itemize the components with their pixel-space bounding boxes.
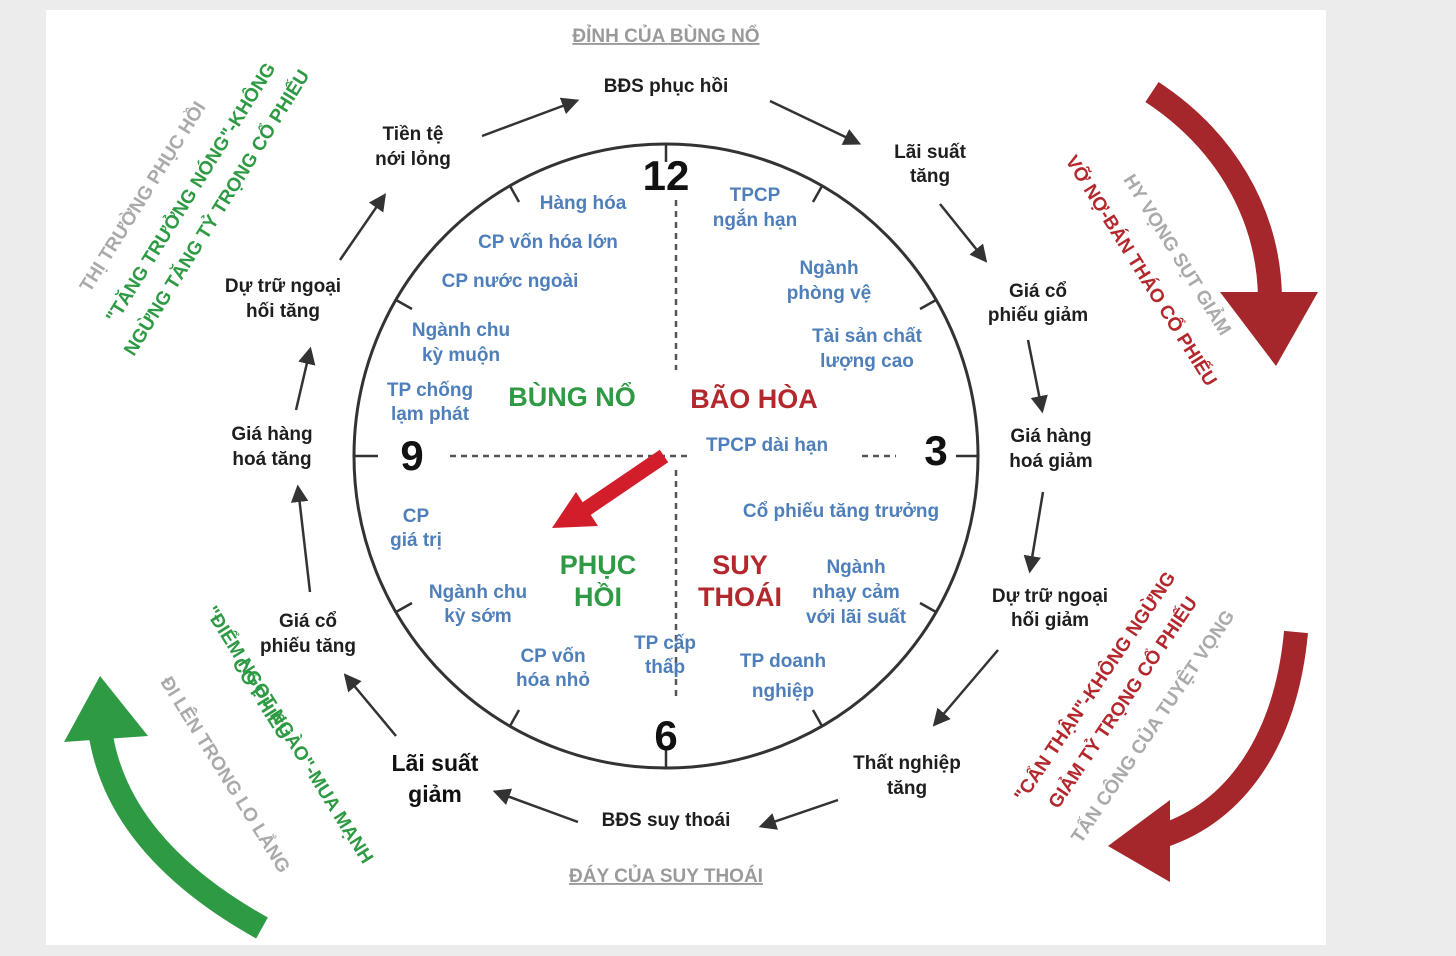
asset-nganh-nhay-cam-3: với lãi suất bbox=[806, 607, 907, 628]
asset-labels: Hàng hóa CP vốn hóa lớn CP nước ngoài Ng… bbox=[387, 185, 939, 702]
clock-hand-arrow bbox=[552, 449, 669, 528]
asset-cp-von-hoa-nho-2: hóa nhỏ bbox=[516, 670, 590, 691]
cycle-gia-hang-giam-2: hoá giảm bbox=[1009, 451, 1092, 472]
cycle-gia-cp-tang-1: Giá cổ bbox=[279, 611, 337, 632]
cycle-lai-suat-tang-1: Lãi suất bbox=[894, 142, 966, 163]
cycle-du-tru-tang-2: hối tăng bbox=[246, 301, 320, 322]
cycle-du-tru-tang-1: Dự trữ ngoại bbox=[225, 276, 341, 297]
cycle-gia-hang-tang-2: hoá tăng bbox=[232, 449, 311, 470]
cycle-bds-suy-thoai: BĐS suy thoái bbox=[602, 810, 731, 831]
asset-tp-chong-lam-phat-1: TP chống bbox=[387, 380, 473, 401]
phase-suy-thoai-line2: THOÁI bbox=[698, 581, 782, 612]
clock-number-12: 12 bbox=[643, 152, 690, 199]
clock-number-3: 3 bbox=[924, 427, 947, 474]
cycle-tien-te-noi-long-2: nới lỏng bbox=[375, 149, 451, 170]
phase-phuc-hoi-line1: PHỤC bbox=[560, 550, 637, 580]
asset-tai-san-chat-luong-cao-2: lượng cao bbox=[820, 351, 914, 372]
asset-tp-doanh-nghiep-2: nghiệp bbox=[752, 681, 814, 702]
cycle-gia-cp-giam-2: phiếu giảm bbox=[988, 305, 1088, 326]
asset-tp-cap-thap-1: TP cấp bbox=[634, 633, 696, 654]
cycle-du-tru-giam-1: Dự trữ ngoại bbox=[992, 586, 1108, 607]
phase-bao-hoa: BÃO HÒA bbox=[690, 383, 818, 414]
asset-nganh-nhay-cam-1: Ngành bbox=[826, 557, 885, 578]
asset-tp-chong-lam-phat-2: lạm phát bbox=[391, 404, 470, 425]
asset-nganh-nhay-cam-2: nhạy cảm bbox=[812, 582, 900, 603]
diagram-panel bbox=[46, 10, 1326, 945]
asset-nganh-phong-ve-2: phòng vệ bbox=[787, 283, 871, 304]
side-bl-green-2: CỔ PHIẾU bbox=[227, 654, 294, 744]
clock-number-9: 9 bbox=[400, 432, 423, 479]
asset-tpcp-dai-han: TPCP dài hạn bbox=[706, 435, 828, 456]
phase-suy-thoai-line1: SUY bbox=[712, 550, 768, 580]
cycle-gia-cp-tang-2: phiếu tăng bbox=[260, 636, 356, 657]
cycle-tien-te-noi-long-1: Tiền tệ bbox=[383, 124, 444, 145]
cycle-gia-hang-tang-1: Giá hàng bbox=[231, 424, 312, 445]
cycle-lai-suat-giam-1: Lãi suất bbox=[392, 750, 479, 776]
cycle-arrows bbox=[290, 97, 1048, 830]
trough-label: ĐÁY CỦA SUY THOÁI bbox=[569, 865, 763, 887]
asset-cp-nuoc-ngoai: CP nước ngoài bbox=[442, 271, 579, 292]
clock-number-6: 6 bbox=[654, 712, 677, 759]
cycle-du-tru-giam-2: hối giảm bbox=[1011, 610, 1089, 631]
cycle-gia-cp-giam-1: Giá cổ bbox=[1009, 281, 1067, 302]
asset-cp-von-hoa-lon: CP vốn hóa lớn bbox=[478, 232, 618, 253]
asset-tpcp-ngan-han-1: TPCP bbox=[730, 185, 781, 206]
asset-nganh-phong-ve-1: Ngành bbox=[799, 258, 858, 279]
asset-nganh-chu-ky-som-2: kỳ sớm bbox=[444, 606, 511, 627]
asset-tp-doanh-nghiep-1: TP doanh bbox=[740, 651, 826, 672]
side-top-right: HY VỌNG SỤT GIẢM VỠ NỢ-BÁN THÁO CỔ PHIẾU bbox=[1061, 151, 1236, 390]
peak-label: ĐỈNH CỦA BÙNG NỔ bbox=[572, 25, 759, 47]
asset-tai-san-chat-luong-cao-1: Tài sản chất bbox=[812, 326, 922, 347]
cycle-labels: BĐS phục hồi Lãi suất tăng Giá cổ phiếu … bbox=[225, 76, 1108, 831]
cycle-lai-suat-giam-2: giảm bbox=[408, 781, 462, 807]
arrow-bottom-left-green bbox=[64, 676, 268, 939]
phase-phuc-hoi-line2: HỒI bbox=[574, 581, 622, 612]
asset-nganh-chu-ky-som-1: Ngành chu bbox=[429, 582, 527, 603]
cycle-that-nghiep-tang-1: Thất nghiệp bbox=[853, 753, 961, 774]
asset-cp-gia-tri-2: giá trị bbox=[390, 530, 442, 551]
asset-nganh-chu-ky-muon-1: Ngành chu bbox=[412, 320, 510, 341]
asset-cp-gia-tri-1: CP bbox=[403, 506, 430, 527]
cycle-lai-suat-tang-2: tăng bbox=[910, 166, 950, 187]
clock-ticks bbox=[354, 144, 978, 768]
arrow-top-right-red bbox=[1145, 81, 1318, 366]
cycle-that-nghiep-tang-2: tăng bbox=[887, 778, 927, 799]
phase-bung-no: BÙNG NỔ bbox=[508, 381, 636, 412]
asset-tpcp-ngan-han-2: ngắn hạn bbox=[713, 209, 797, 231]
asset-cp-von-hoa-nho-1: CP vốn bbox=[520, 646, 585, 667]
cycle-bds-phuc-hoi: BĐS phục hồi bbox=[604, 76, 729, 97]
cycle-gia-hang-giam-1: Giá hàng bbox=[1010, 426, 1091, 447]
asset-tp-cap-thap-2: thấp bbox=[645, 657, 685, 678]
asset-hang-hoa: Hàng hóa bbox=[540, 193, 627, 214]
quadrant-dividers bbox=[450, 200, 896, 700]
arrow-bottom-right-red bbox=[1108, 630, 1308, 882]
asset-nganh-chu-ky-muon-2: kỳ muộn bbox=[422, 345, 500, 366]
asset-co-phieu-tang-truong: Cổ phiếu tăng trưởng bbox=[743, 501, 939, 522]
